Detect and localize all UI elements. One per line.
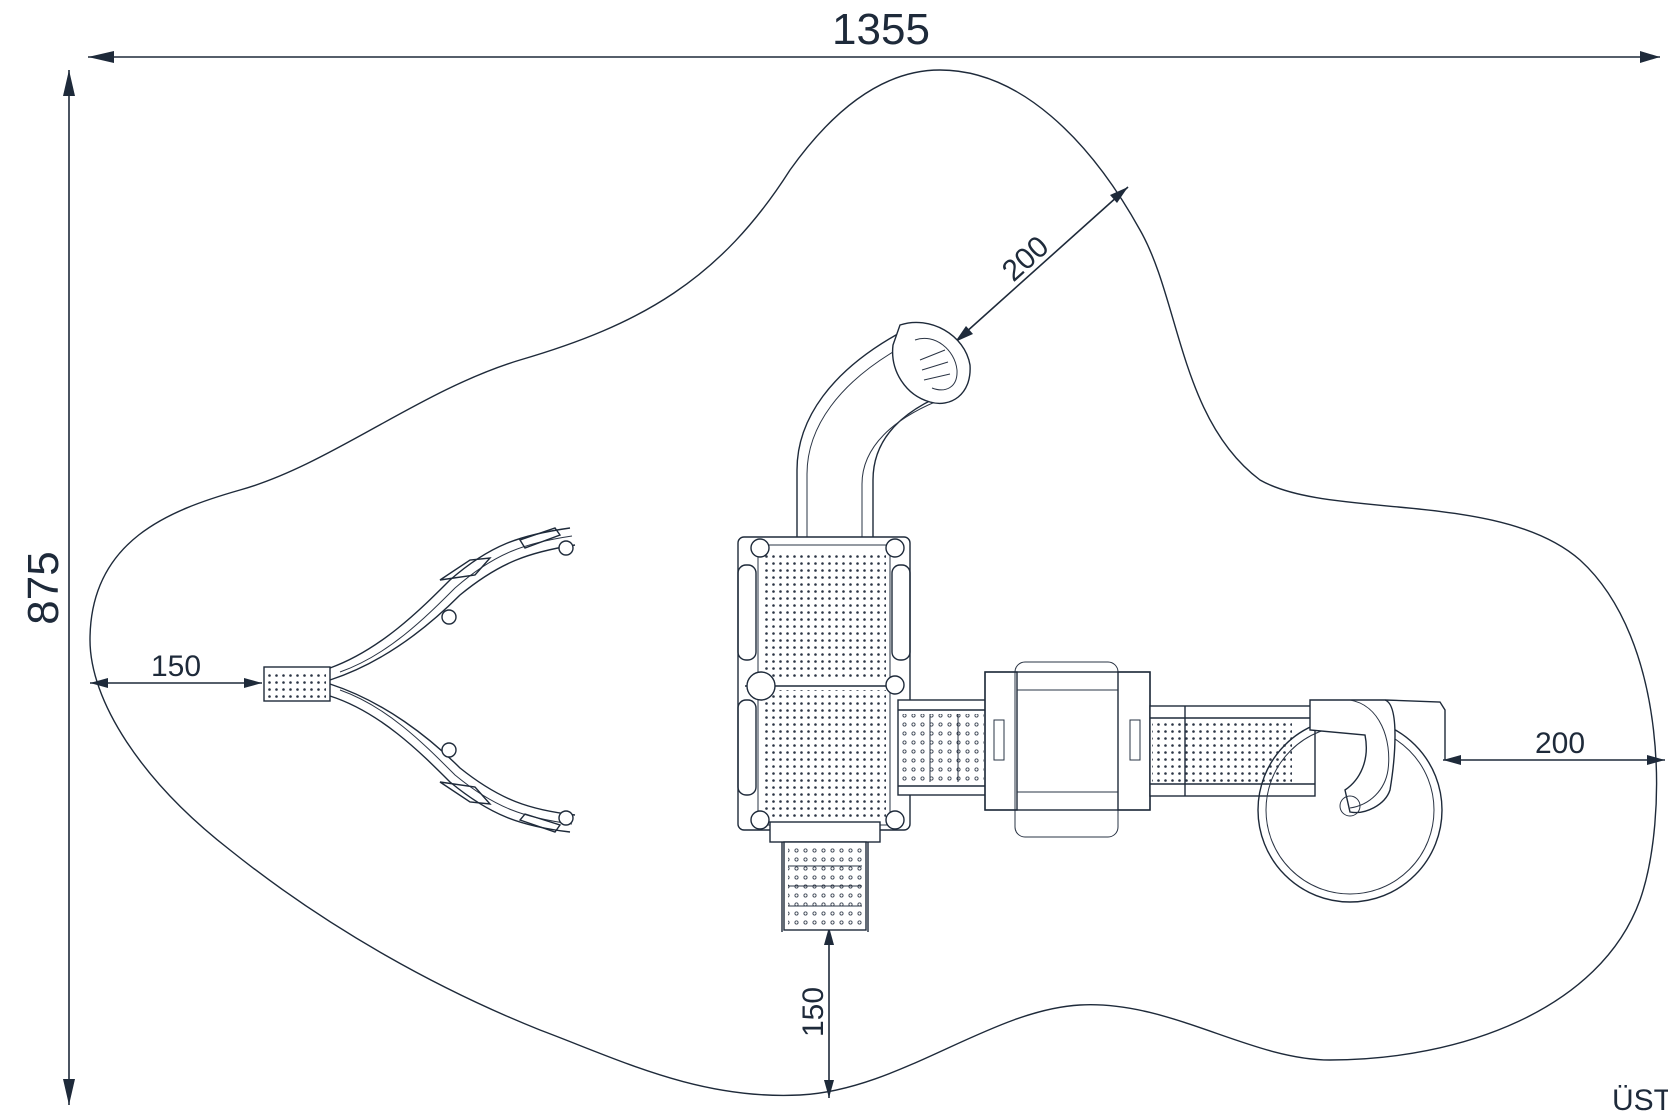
spiral-slide bbox=[1257, 699, 1446, 903]
depth-dimension: 875 bbox=[19, 70, 75, 1105]
climbing-element-y bbox=[263, 527, 576, 833]
bridge bbox=[897, 699, 989, 796]
slide-clearance-value: 200 bbox=[996, 230, 1055, 288]
slide-clearance-dimension: 200 bbox=[954, 186, 1129, 343]
width-value: 1355 bbox=[832, 5, 930, 54]
right-clearance-dimension: 200 bbox=[1443, 727, 1665, 765]
second-tower bbox=[984, 661, 1151, 838]
platform-extension bbox=[1149, 705, 1316, 797]
left-clearance-value: 150 bbox=[151, 650, 201, 683]
main-tower bbox=[737, 536, 911, 932]
safety-zone-outline bbox=[89, 69, 1658, 1097]
view-label: ÜST bbox=[1612, 1084, 1668, 1112]
depth-value: 875 bbox=[19, 551, 68, 624]
tube-slide bbox=[796, 321, 971, 537]
post-circle bbox=[441, 742, 457, 758]
left-clearance-dimension: 150 bbox=[90, 650, 262, 688]
bottom-clearance-value: 150 bbox=[797, 987, 830, 1037]
bottom-clearance-dimension: 150 bbox=[797, 927, 834, 1098]
post-circle bbox=[558, 540, 574, 556]
post-circle bbox=[441, 609, 457, 625]
width-dimension: 1355 bbox=[88, 5, 1660, 63]
post-circle bbox=[558, 810, 574, 826]
right-clearance-value: 200 bbox=[1535, 727, 1585, 760]
